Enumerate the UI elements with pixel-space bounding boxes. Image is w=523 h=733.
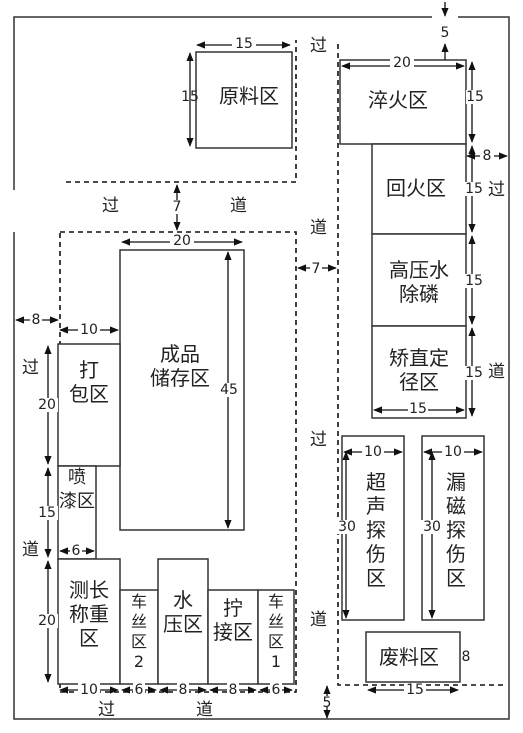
raw-material-zone: [195, 51, 293, 149]
dim-label: 15: [181, 89, 199, 105]
dim-label: 30: [421, 520, 443, 534]
dim-label: 15: [464, 365, 484, 381]
dim-label: 6: [70, 543, 82, 559]
dim-label: 8: [227, 682, 239, 698]
dim-label: 20: [36, 398, 58, 412]
walkway-label: 道: [22, 540, 39, 560]
dim-label: 45: [218, 383, 240, 397]
dim-label: 15: [404, 683, 426, 697]
dim-label: 8: [177, 682, 189, 698]
hp-water-label: 高压水 除磷: [389, 258, 449, 306]
dim-label: 15: [466, 89, 484, 105]
walkway-label: 过: [310, 36, 327, 56]
walkway-label: 过: [488, 180, 505, 200]
measure-weigh-zone: [57, 558, 121, 685]
threading-2-label: 车 丝 区 2: [130, 592, 147, 671]
dim-label: 15: [464, 273, 484, 289]
dim-label: 15: [408, 401, 428, 417]
measure-weigh-label: 测长 称重 区: [69, 578, 109, 650]
outer-wall: [13, 16, 510, 720]
dim-label: 10: [78, 323, 100, 337]
tightening-label: 拧 接区: [213, 596, 253, 644]
dim-label: 5: [440, 25, 450, 41]
walkway-label: 过: [310, 430, 327, 450]
threading-1-zone: [257, 589, 295, 685]
dim-label: 20: [390, 56, 414, 70]
dim-label: 8: [30, 312, 42, 328]
ultrasonic-label: 超 声 探 伤 区: [366, 470, 386, 590]
dim-label: 15: [232, 37, 256, 51]
dim-label: 8: [461, 649, 471, 665]
straighten-label: 矫直定 径区: [389, 346, 449, 394]
dim-label: 10: [442, 445, 464, 459]
walkway-label: 道: [196, 700, 213, 720]
quench-label: 淬火区: [368, 88, 428, 112]
packing-label: 打 包区: [69, 358, 109, 406]
walkway-label: 道: [488, 362, 505, 382]
raw-material-label: 原料区: [219, 84, 279, 108]
dim-label: 15: [36, 506, 58, 520]
scrap-label: 废料区: [379, 645, 439, 669]
walkway-label: 过: [102, 196, 119, 216]
dim-label: 5: [322, 695, 332, 711]
dim-label: 15: [464, 181, 484, 197]
dim-label: 20: [36, 614, 58, 628]
walkway-label: 道: [310, 218, 327, 238]
threading-1-label: 车 丝 区 1: [267, 592, 284, 671]
finished-storage-label: 成品 储存区: [150, 342, 210, 390]
magnetic-label: 漏 磁 探 伤 区: [446, 470, 466, 590]
dim-label: 7: [171, 199, 183, 215]
packing-zone: [57, 343, 121, 467]
dim-label: 6: [133, 682, 145, 698]
walkway-label: 过: [22, 358, 39, 378]
hydro-test-zone: [157, 558, 209, 685]
temper-label: 回火区: [386, 176, 446, 200]
dim-label: 6: [270, 682, 282, 698]
walkway-label: 过: [98, 700, 115, 720]
dim-label: 8: [480, 149, 494, 163]
dim-label: 30: [336, 520, 358, 534]
dim-label: 10: [362, 445, 384, 459]
paint-label: 喷 漆区: [59, 467, 95, 512]
dim-label: 7: [310, 261, 322, 277]
hydro-test-label: 水 压区: [163, 588, 203, 636]
walkway-label: 道: [310, 610, 327, 630]
walkway-label: 道: [230, 196, 247, 216]
dim-label: 10: [78, 683, 100, 697]
scrap-zone: [365, 631, 461, 683]
dim-label: 20: [170, 234, 194, 248]
